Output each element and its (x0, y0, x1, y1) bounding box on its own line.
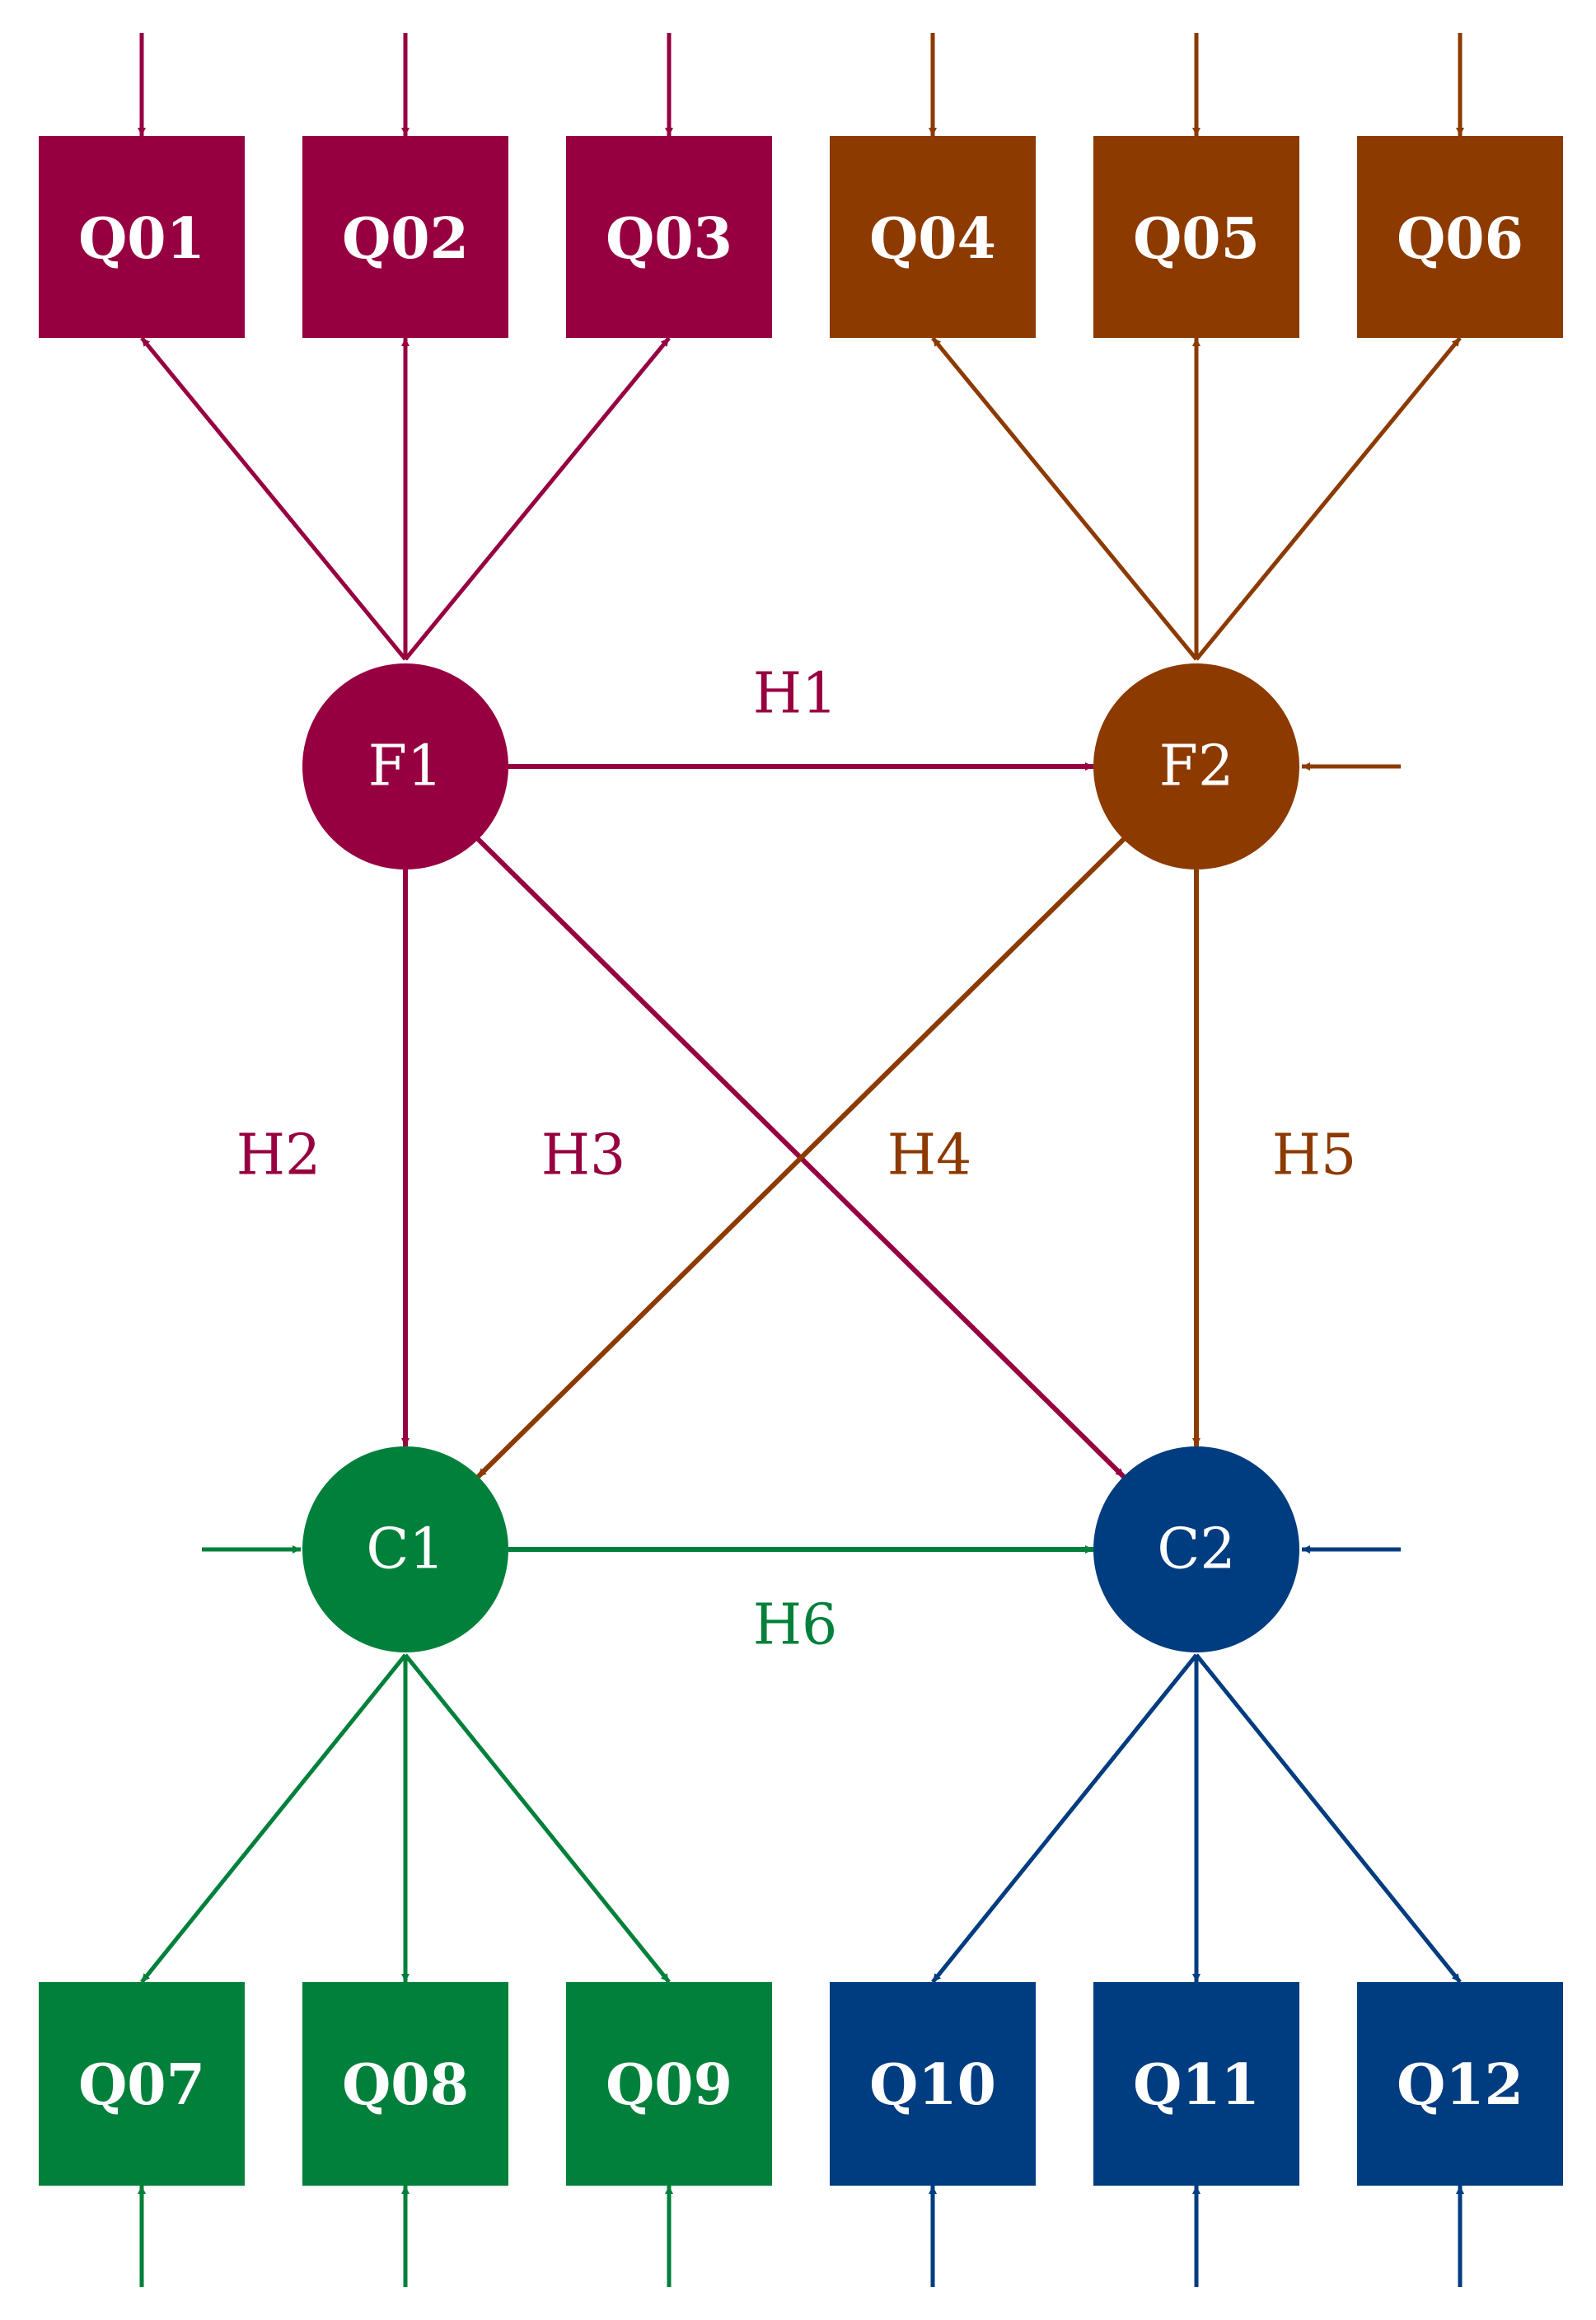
indicator-q09: Q09 (566, 1982, 772, 2186)
indicator-q06: Q06 (1357, 136, 1563, 338)
svg-text:F2: F2 (1159, 734, 1233, 799)
indicator-q04: Q04 (830, 136, 1036, 338)
loading-f2-q04 (931, 336, 1198, 661)
loading-f1-q01 (140, 336, 407, 661)
indicator-q03: Q03 (566, 136, 772, 338)
indicator-q07: Q07 (39, 1982, 245, 2186)
loading-c2-q10 (931, 1653, 1198, 1984)
loading-f1-q03 (404, 336, 671, 661)
hypothesis-label-h4: H4 (887, 1123, 972, 1188)
loading-c1-q07 (140, 1653, 407, 1984)
indicator-q10: Q10 (830, 1982, 1036, 2186)
svg-text:Q11: Q11 (1133, 2052, 1260, 2118)
svg-text:Q07: Q07 (78, 2052, 205, 2118)
loading-f2-q06 (1195, 336, 1462, 661)
hypothesis-label-h3: H3 (541, 1123, 626, 1188)
svg-text:Q08: Q08 (342, 2052, 469, 2118)
svg-text:Q02: Q02 (342, 206, 469, 272)
hypothesis-label-h2: H2 (236, 1123, 321, 1188)
hypothesis-label-h1: H1 (753, 662, 838, 727)
svg-text:F1: F1 (368, 734, 442, 799)
svg-text:Q12: Q12 (1397, 2052, 1523, 2118)
indicator-q05: Q05 (1093, 136, 1299, 338)
svg-text:Q10: Q10 (869, 2052, 996, 2118)
latent-node-c2: C2 (1093, 1446, 1299, 1652)
svg-text:Q04: Q04 (869, 206, 996, 272)
loading-c2-q12 (1195, 1653, 1462, 1984)
latent-node-f2: F2 (1093, 663, 1299, 869)
indicator-q08: Q08 (302, 1982, 508, 2186)
svg-text:Q05: Q05 (1133, 206, 1260, 272)
indicator-q11: Q11 (1093, 1982, 1299, 2186)
svg-text:Q09: Q09 (606, 2052, 732, 2118)
svg-text:C1: C1 (366, 1517, 444, 1582)
indicator-q02: Q02 (302, 136, 508, 338)
latent-node-c1: C1 (302, 1446, 508, 1652)
path-h4-f2-c1 (475, 837, 1126, 1479)
svg-text:C2: C2 (1157, 1517, 1235, 1582)
svg-text:Q01: Q01 (78, 206, 205, 272)
loading-c1-q09 (404, 1653, 671, 1984)
svg-text:Q06: Q06 (1397, 206, 1523, 272)
hypothesis-label-h6: H6 (753, 1593, 838, 1658)
indicator-q01: Q01 (39, 136, 245, 338)
latent-node-f1: F1 (302, 663, 508, 869)
svg-text:Q03: Q03 (606, 206, 732, 272)
indicator-q12: Q12 (1357, 1982, 1563, 2186)
hypothesis-label-h5: H5 (1272, 1123, 1357, 1188)
